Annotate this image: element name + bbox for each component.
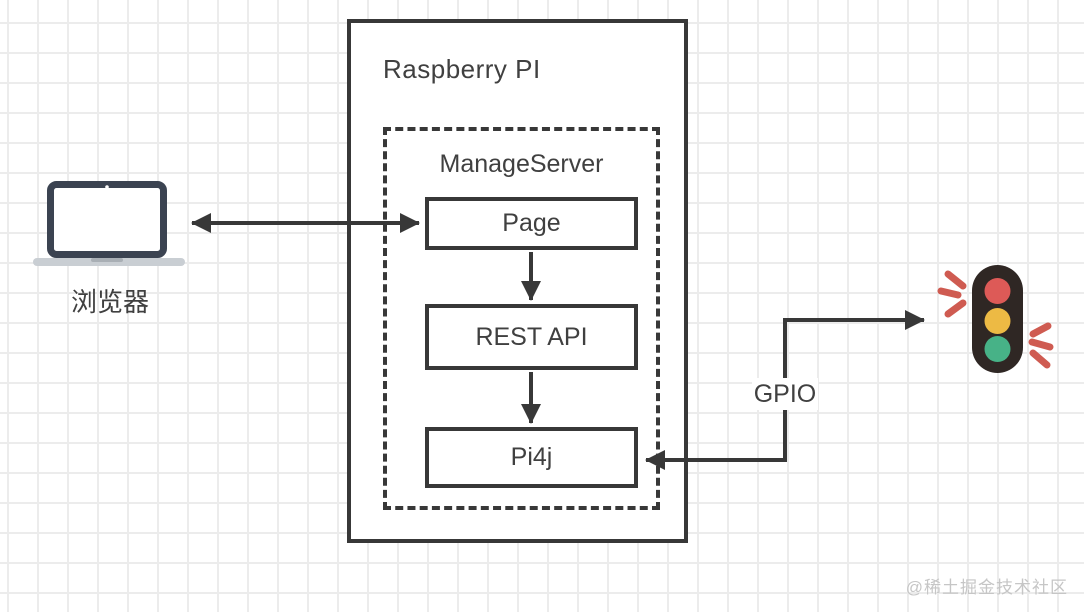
node-page-label: Page xyxy=(502,209,561,237)
node-page: Page xyxy=(425,197,638,250)
spark-marks-right xyxy=(1028,322,1054,369)
traffic-light-icon xyxy=(937,265,1054,373)
laptop-camera-dot xyxy=(105,185,109,189)
watermark: @稀土掘金技术社区 xyxy=(905,578,1068,597)
manageserver-title: ManageServer xyxy=(439,150,604,178)
node-pi4j: Pi4j xyxy=(425,427,638,488)
yellow-light xyxy=(984,308,1011,334)
node-rest-api-label: REST API xyxy=(475,322,588,351)
node-rest-api: REST API xyxy=(425,304,638,370)
raspberry-pi-title: Raspberry PI xyxy=(383,54,541,84)
spark-marks-left xyxy=(937,270,967,318)
gpio-label: GPIO xyxy=(752,378,818,410)
node-pi4j-label: Pi4j xyxy=(510,443,553,471)
red-light xyxy=(984,278,1011,304)
green-light xyxy=(984,336,1011,362)
browser-label: 浏览器 xyxy=(70,287,149,317)
laptop-icon xyxy=(33,181,185,266)
